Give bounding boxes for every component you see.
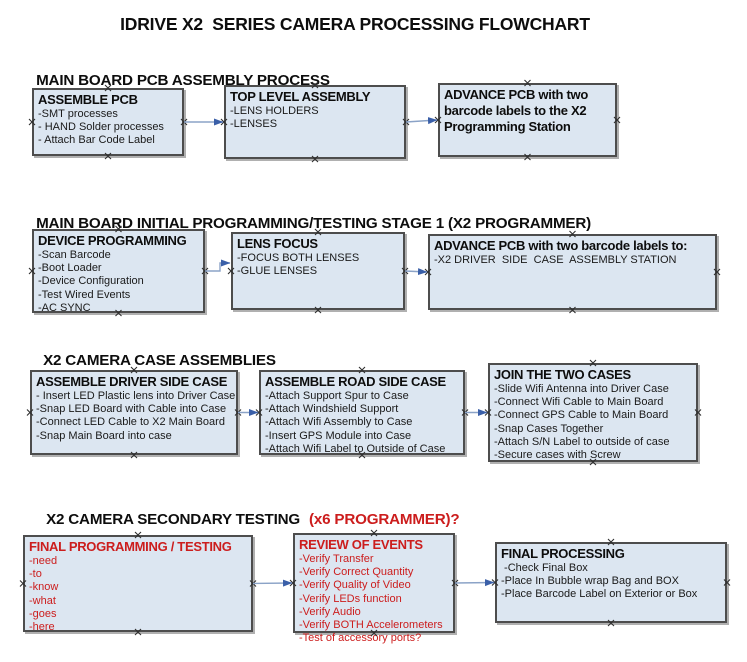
step-item: -Slide Wifi Antenna into Driver Case	[494, 383, 669, 395]
box-title: DEVICE PROGRAMMING	[38, 233, 187, 248]
step-item: -know	[29, 581, 59, 594]
step-item: -FOCUS BOTH LENSES	[237, 252, 360, 264]
flow-box-assemble-road-side-case: ASSEMBLE ROAD SIDE CASE -Attach Support …	[259, 370, 465, 455]
box-title: FINAL PROGRAMMING / TESTING	[29, 539, 232, 554]
box-title: ADVANCE PCB with two barcode labels to:	[434, 238, 688, 253]
box-steps: -SMT processes- HAND Solder processes- A…	[38, 108, 178, 148]
step-item: -goes	[29, 607, 57, 620]
box-steps: -Check Final Box-Place In Bubble wrap Ba…	[501, 562, 721, 602]
box-steps: -X2 DRIVER SIDE CASE ASSEMBLY STATION	[434, 254, 711, 267]
step-item: -Attach Wifi Label to Outside of Case	[265, 442, 446, 455]
box-steps: -FOCUS BOTH LENSES-GLUE LENSES	[237, 252, 399, 278]
step-item: -Place Barcode Label on Exterior or Box	[501, 588, 698, 601]
step-item: -Verify Correct Quantity	[299, 566, 414, 579]
flow-box-top-level-assembly: TOP LEVEL ASSEMBLY -LENS HOLDERS-LENSES	[224, 85, 406, 159]
box-steps: -Slide Wifi Antenna into Driver Case-Con…	[494, 383, 692, 462]
section-heading-text: X2 CAMERA SECONDARY TESTING	[46, 511, 301, 528]
flow-box-advance-pcb-programming-station: ADVANCE PCB with two barcode labels to t…	[438, 83, 617, 157]
box-title: JOIN THE TWO CASES	[494, 367, 631, 382]
step-item: -Device Configuration	[38, 275, 144, 288]
step-item: -what	[29, 594, 56, 607]
flow-box-assemble-driver-side-case: ASSEMBLE DRIVER SIDE CASE - Insert LED P…	[30, 370, 238, 455]
step-item: -Attach Windshield Support	[265, 403, 399, 416]
step-item: - HAND Solder processes	[38, 121, 164, 134]
step-item: -Attach S/N Label to outside of case	[494, 435, 670, 448]
flow-box-final-processing: FINAL PROCESSING -Check Final Box-Place …	[495, 542, 727, 623]
step-item: -to	[29, 568, 42, 581]
box-title: ASSEMBLE DRIVER SIDE CASE	[36, 374, 228, 389]
flow-box-join-the-two-cases: JOIN THE TWO CASES -Slide Wifi Antenna i…	[488, 363, 698, 462]
flow-box-review-of-events: REVIEW OF EVENTS -Verify Transfer-Verify…	[293, 533, 455, 644]
step-item: -LENS HOLDERS	[230, 105, 319, 117]
section-heading-pcb-assembly: MAIN BOARD PCB ASSEMBLY PROCESS	[20, 55, 339, 106]
box-steps: -Scan Barcode-Boot Loader-Device Configu…	[38, 249, 199, 315]
flow-box-lens-focus: LENS FOCUS -FOCUS BOTH LENSES-GLUE LENSE…	[231, 232, 405, 310]
step-item: -need	[29, 555, 58, 567]
connector-arrow	[252, 579, 293, 587]
step-item: -Test Wired Events	[38, 288, 131, 301]
step-item: -SMT processes	[38, 108, 118, 120]
step-item: -Insert GPS Module into Case	[265, 429, 412, 442]
step-item: -AC SYNC	[38, 301, 91, 314]
section-heading-initial-programming: MAIN BOARD INITIAL PROGRAMMING/TESTING S…	[20, 198, 600, 249]
flow-box-device-programming: DEVICE PROGRAMMING -Scan Barcode-Boot Lo…	[32, 229, 205, 315]
step-item: -Place In Bubble wrap Bag and BOX	[501, 575, 679, 588]
step-item: -LENSES	[230, 118, 278, 131]
section-heading-text: X2 CAMERA CASE ASSEMBLIES	[43, 352, 276, 369]
section-heading-text: MAIN BOARD PCB ASSEMBLY PROCESS	[36, 72, 330, 89]
step-item: -Verify BOTH Accelerometers	[299, 619, 443, 632]
step-item: -Verify LEDs function	[299, 592, 402, 605]
section-heading-case-assemblies: X2 CAMERA CASE ASSEMBLIES	[27, 335, 285, 386]
box-title: TOP LEVEL ASSEMBLY	[230, 89, 371, 104]
box-title: REVIEW OF EVENTS	[299, 537, 423, 552]
flow-box-assemble-pcb: ASSEMBLE PCB -SMT processes- HAND Solder…	[32, 88, 184, 156]
step-item: -Attach Support Spur to Case	[265, 390, 409, 402]
step-item: -Connect LED Cable to X2 Main Board	[36, 416, 225, 429]
step-item: -Secure cases with Screw	[494, 449, 621, 462]
step-item: -Snap Main Board into case	[36, 429, 172, 442]
box-title: ADVANCE PCB with two barcode labels to t…	[444, 87, 588, 134]
box-steps: -need-to-know-what-goes-here	[29, 555, 247, 634]
step-item: -GLUE LENSES	[237, 265, 318, 278]
box-title: FINAL PROCESSING	[501, 546, 625, 561]
connector-arrow	[405, 117, 438, 125]
connector-arrow	[205, 259, 231, 272]
flow-box-final-programming-testing: FINAL PROGRAMMING / TESTING -need-to-kno…	[23, 535, 253, 634]
box-steps: - Insert LED Plastic lens into Driver Ca…	[36, 390, 236, 443]
step-item: - Attach Bar Code Label	[38, 134, 155, 147]
connector-arrow	[404, 268, 428, 276]
step-item: -Verify Quality of Video	[299, 579, 411, 592]
connector-arrow	[454, 579, 495, 587]
step-item: -Boot Loader	[38, 262, 102, 275]
section-heading-text: MAIN BOARD INITIAL PROGRAMMING/TESTING S…	[36, 215, 591, 232]
step-item: -Connect GPS Cable to Main Board	[494, 409, 669, 422]
step-item: -Snap LED Board with Cable into Case	[36, 403, 227, 416]
step-item: -Connect Wifi Cable to Main Board	[494, 396, 664, 409]
step-item: -Attach Wifi Assembly to Case	[265, 416, 413, 429]
step-item: -X2 DRIVER SIDE CASE ASSEMBLY STATION	[434, 254, 677, 266]
box-steps: -Verify Transfer-Verify Correct Quantity…	[299, 553, 449, 645]
section-heading-secondary-testing: X2 CAMERA SECONDARY TESTING (x6 PROGRAMME…	[30, 494, 460, 545]
step-item: -Snap Cases Together	[494, 422, 604, 435]
flow-box-advance-pcb-driver-side-station: ADVANCE PCB with two barcode labels to: …	[428, 234, 717, 310]
step-item: -Check Final Box	[501, 562, 588, 574]
box-title: ASSEMBLE PCB	[38, 92, 138, 107]
box-steps: -LENS HOLDERS-LENSES	[230, 105, 400, 131]
page-title: IDRIVE X2 SERIES CAMERA PROCESSING FLOWC…	[120, 14, 590, 34]
step-item: -Test of accessory ports?	[299, 632, 422, 645]
step-item: -here	[29, 621, 55, 634]
step-item: -Scan Barcode	[38, 249, 111, 261]
box-steps: -Attach Support Spur to Case-Attach Wind…	[265, 390, 459, 456]
section-heading-red-text: (x6 PROGRAMMER)?	[309, 511, 460, 528]
box-title: ASSEMBLE ROAD SIDE CASE	[265, 374, 446, 389]
step-item: -Verify Audio	[299, 605, 361, 618]
box-title: LENS FOCUS	[237, 236, 318, 251]
step-item: -Verify Transfer	[299, 553, 374, 565]
step-item: - Insert LED Plastic lens into Driver Ca…	[36, 390, 236, 402]
